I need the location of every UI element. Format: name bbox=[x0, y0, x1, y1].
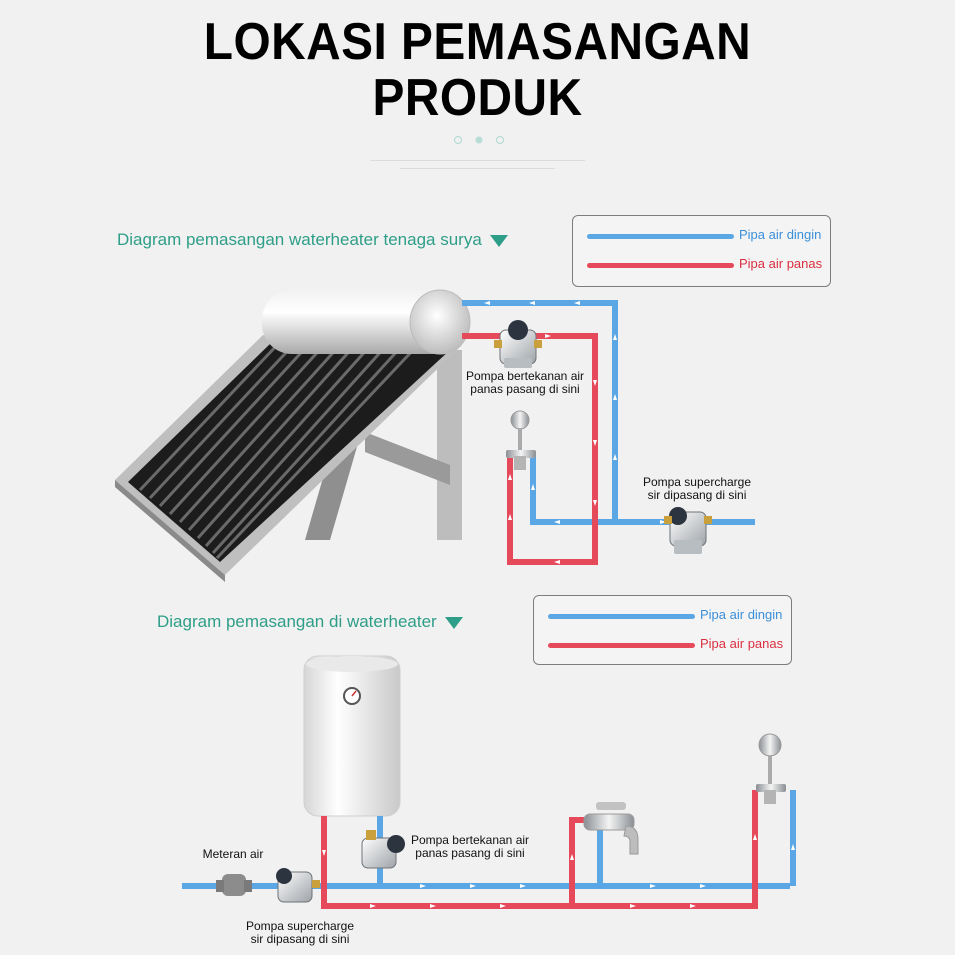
triangle-down-icon bbox=[489, 234, 508, 247]
supercharge-pump-label-line: sir dipasang di sini bbox=[647, 488, 747, 502]
legend-cold-line bbox=[587, 234, 734, 239]
water-meter-icon bbox=[216, 874, 252, 896]
supercharge-pump-label-line: Pompa supercharge bbox=[642, 475, 752, 489]
hot-pump-label-line: panas pasang di sini bbox=[415, 846, 525, 860]
shower-head-icon bbox=[756, 733, 786, 804]
shower-head-icon bbox=[506, 410, 536, 470]
section-1-title: Diagram pemasangan waterheater tenaga su… bbox=[117, 230, 508, 250]
title-line-1: LOKASI PEMASANGAN bbox=[203, 13, 752, 71]
section-2-title: Diagram pemasangan di waterheater bbox=[157, 612, 463, 632]
electric-water-heater-icon bbox=[303, 655, 401, 817]
legend-2: Pipa air dingin Pipa air panas bbox=[533, 595, 792, 665]
pump-icon bbox=[664, 507, 712, 554]
legend-hot-line bbox=[548, 643, 695, 648]
hot-pump-label-1: Pompa bertekanan air panas pasang di sin… bbox=[455, 370, 595, 396]
hot-pump-label-line: panas pasang di sini bbox=[470, 382, 580, 396]
section-1-title-text: Diagram pemasangan waterheater tenaga su… bbox=[117, 230, 482, 249]
page-title: LOKASI PEMASANGAN PRODUK bbox=[0, 14, 955, 126]
legend-1: Pipa air dingin Pipa air panas bbox=[572, 215, 831, 287]
legend-cold-label: Pipa air dingin bbox=[739, 227, 822, 242]
decorative-dots bbox=[453, 135, 505, 145]
legend-cold-label: Pipa air dingin bbox=[700, 607, 783, 622]
triangle-down-icon bbox=[444, 616, 463, 629]
legend-hot-label: Pipa air panas bbox=[700, 636, 784, 651]
hot-pump-label-2: Pompa bertekanan air panas pasang di sin… bbox=[404, 834, 536, 860]
supercharge-pump-label-1: Pompa supercharge sir dipasang di sini bbox=[632, 476, 762, 502]
title-line-2: PRODUK bbox=[372, 69, 583, 127]
pump-icon bbox=[494, 320, 542, 368]
hot-pump-label-line: Pompa bertekanan air bbox=[410, 833, 530, 847]
solar-water-heater-icon bbox=[115, 289, 471, 582]
legend-cold-line bbox=[548, 614, 695, 619]
water-meter-label: Meteran air bbox=[202, 847, 264, 861]
hot-pump-label-line: Pompa bertekanan air bbox=[465, 369, 585, 383]
flow-arrows bbox=[322, 834, 795, 908]
flow-arrows bbox=[484, 301, 706, 564]
supercharge-pump-label-line: Pompa supercharge bbox=[245, 919, 355, 933]
divider-line bbox=[370, 160, 585, 161]
divider-line bbox=[400, 168, 555, 169]
section-2-title-text: Diagram pemasangan di waterheater bbox=[157, 612, 437, 631]
faucet-icon bbox=[583, 802, 639, 855]
legend-hot-line bbox=[587, 263, 734, 268]
supercharge-pump-label-line: sir dipasang di sini bbox=[250, 932, 350, 946]
legend-hot-label: Pipa air panas bbox=[739, 256, 823, 271]
pump-icon bbox=[276, 868, 320, 903]
pump-icon bbox=[361, 830, 405, 869]
supercharge-pump-label-2: Pompa supercharge sir dipasang di sini bbox=[236, 920, 364, 946]
